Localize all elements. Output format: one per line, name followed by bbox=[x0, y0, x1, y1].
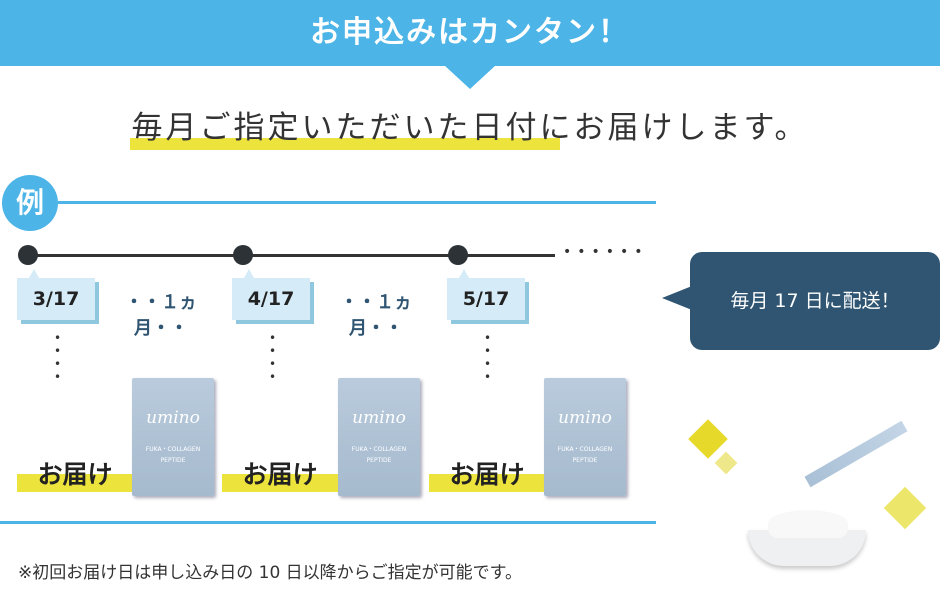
delivery-label: お届け bbox=[37, 460, 113, 489]
product-name-2: PEPTIDE bbox=[572, 457, 598, 464]
headline: 毎月ご指定いただいた日付にお届けします。 bbox=[0, 102, 940, 147]
timeline-dot bbox=[233, 245, 253, 265]
product-brand: umino bbox=[352, 408, 406, 428]
delivery-label: お届け bbox=[449, 460, 525, 489]
date-label: 4/17 bbox=[232, 269, 310, 320]
header-banner: お申込みはカンタン！ bbox=[0, 0, 940, 66]
headline-highlight: ご指定いただいた日付 bbox=[199, 110, 540, 146]
headline-post: にお届けします。 bbox=[539, 110, 809, 146]
product-name-2: PEPTIDE bbox=[366, 457, 392, 464]
vertical-dots: •••• bbox=[54, 331, 62, 384]
diamond-decoration bbox=[883, 486, 927, 530]
speech-bubble: 毎月 17 日に配送！ bbox=[690, 252, 940, 350]
product-brand: umino bbox=[146, 408, 200, 428]
date-label: 5/17 bbox=[447, 269, 525, 320]
date-label: 3/17 bbox=[17, 269, 95, 320]
bubble-tail bbox=[662, 286, 692, 310]
divider-bottom bbox=[0, 521, 656, 524]
delivery-bar bbox=[17, 474, 135, 492]
product-brand: umino bbox=[558, 408, 612, 428]
example-badge: 例 bbox=[2, 175, 58, 231]
product-name: FUKA・COLLAGEN bbox=[557, 446, 613, 453]
product-name: FUKA・COLLAGEN bbox=[351, 446, 407, 453]
headline-pre: 毎月 bbox=[131, 110, 200, 146]
delivery-bar bbox=[429, 474, 547, 492]
banner-arrow bbox=[444, 65, 496, 89]
diamond-decoration bbox=[688, 419, 728, 459]
diamond-decoration bbox=[714, 451, 738, 475]
powder-image bbox=[768, 510, 848, 538]
divider-top bbox=[58, 201, 656, 204]
delivery-bar bbox=[222, 474, 340, 492]
timeline-line bbox=[28, 254, 555, 257]
product-name-2: PEPTIDE bbox=[160, 457, 186, 464]
footnote: ※初回お届け日は申し込み日の 10 日以降からご指定が可能です。 bbox=[18, 563, 522, 583]
timeline-continuation: •••••• bbox=[563, 244, 649, 260]
product-name: FUKA・COLLAGEN bbox=[145, 446, 201, 453]
delivery-label: お届け bbox=[242, 460, 318, 489]
interval-label: ・・１ヵ月・・ bbox=[340, 292, 412, 339]
timeline-dot bbox=[18, 245, 38, 265]
highlight-underline bbox=[130, 138, 560, 150]
timeline-dot bbox=[448, 245, 468, 265]
vertical-dots: •••• bbox=[269, 331, 277, 384]
interval-label: ・・１ヵ月・・ bbox=[125, 292, 197, 339]
vertical-dots: •••• bbox=[484, 331, 492, 384]
stick-pack-image bbox=[804, 420, 908, 488]
